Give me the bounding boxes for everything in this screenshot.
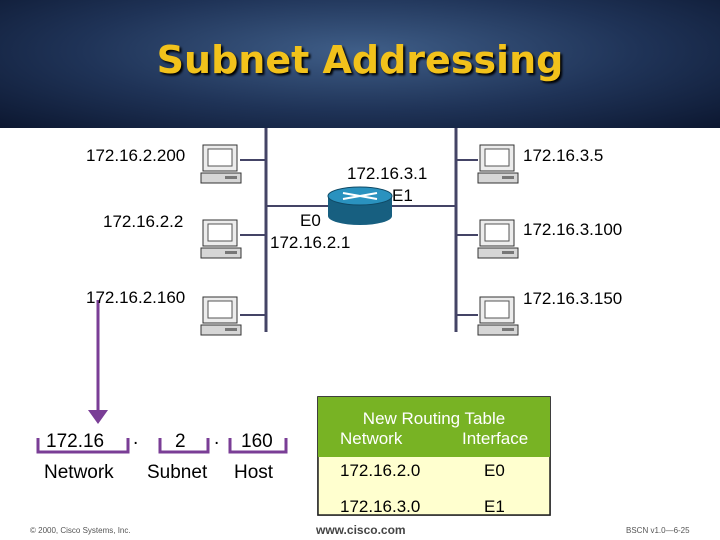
router-e0-address: 172.16.2.1 (270, 233, 351, 252)
router-e1-address: 172.16.3.1 (347, 164, 428, 183)
routing-table-header (318, 397, 550, 457)
computer-icon (477, 219, 519, 259)
subnet-value: 2 (175, 431, 186, 452)
host-bracket (228, 438, 288, 454)
router-e0-label: E0 (300, 211, 321, 230)
router-e1-label: E1 (392, 186, 413, 205)
host-label: 172.16.2.200 (86, 146, 186, 165)
table-cell-network: 172.16.3.0 (340, 497, 421, 516)
network-value: 172.16 (46, 431, 105, 452)
routing-table-title: New Routing Table (362, 409, 506, 428)
subnet-bracket (158, 438, 210, 454)
computer-icon (200, 296, 242, 336)
table-cell-interface: E1 (484, 497, 505, 516)
router-icon (327, 186, 393, 225)
host-label: 172.16.3.100 (523, 220, 623, 239)
network-bracket (36, 438, 130, 454)
pointer-arrow (88, 410, 108, 424)
computer-icon (477, 144, 519, 184)
host-label-word: Host (234, 462, 274, 483)
table-cell-interface: E0 (484, 461, 505, 480)
page-title: Subnet Addressing (156, 38, 564, 82)
table-cell-network: 172.16.2.0 (340, 461, 421, 480)
computer-icon (200, 219, 242, 259)
subnet-label: Subnet (147, 462, 208, 483)
footer-slide-ref: BSCN v1.0—6-25 (626, 526, 690, 535)
computer-icon (477, 296, 519, 336)
footer-url[interactable]: www.cisco.com (316, 523, 406, 537)
header-banner (0, 0, 720, 128)
host-value: 160 (241, 431, 273, 452)
host-label: 172.16.2.2 (103, 212, 184, 231)
routing-table: New Routing Table Network Interface 172.… (318, 397, 550, 516)
host-label: 172.16.3.150 (523, 289, 623, 308)
host-label: 172.16.3.5 (523, 146, 604, 165)
footer-copyright: © 2000, Cisco Systems, Inc. (30, 526, 131, 535)
column-network: Network (340, 429, 403, 448)
computer-icon (200, 144, 242, 184)
dot-separator: . (214, 428, 220, 449)
dot-separator: . (133, 428, 139, 449)
host-label: 172.16.2.160 (86, 288, 186, 307)
network-label: Network (44, 462, 114, 483)
column-interface: Interface (462, 429, 529, 448)
routing-table-body (318, 456, 550, 515)
